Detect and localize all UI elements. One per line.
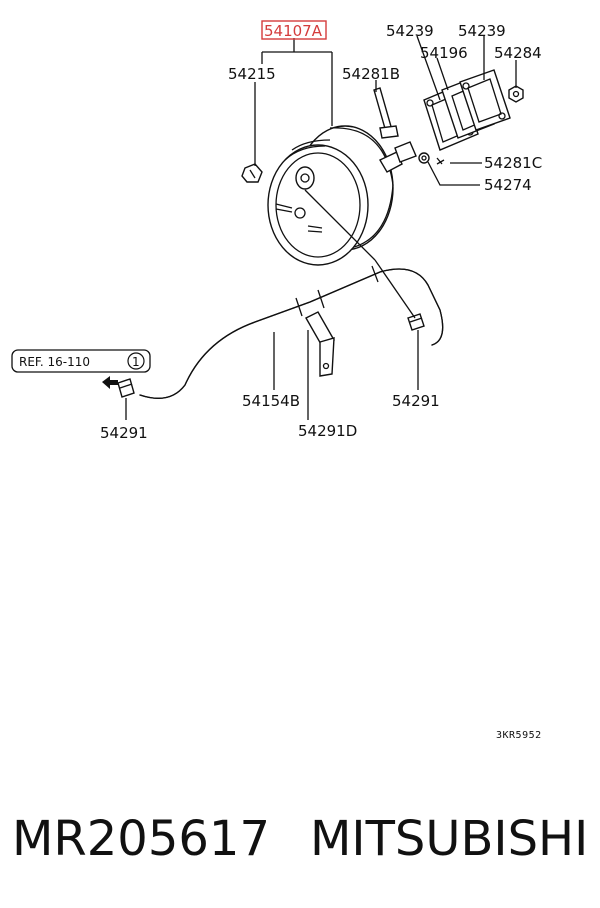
- label-gasket-left: 54239: [386, 22, 434, 40]
- vacuum-hose: [139, 265, 444, 399]
- left-arrow-icon: [102, 376, 118, 389]
- leader-lines: [125, 35, 517, 420]
- label-spacer: 54196: [420, 44, 468, 62]
- reference-text: REF. 16-110: [19, 355, 90, 369]
- label-nut: 54284: [494, 44, 542, 62]
- label-hose-clamp-right: 54291: [392, 392, 440, 410]
- reference-callout: REF. 16-110 1: [11, 349, 151, 389]
- footer-part-number: MR205617: [12, 811, 270, 867]
- highlight-box: [261, 20, 327, 40]
- label-washer: 54274: [484, 176, 532, 194]
- hose-clamp-left-part: [117, 378, 135, 398]
- footer-brand: MITSUBISHI: [310, 811, 588, 867]
- nut-part: [508, 85, 524, 103]
- gasket-right-part: [459, 69, 511, 131]
- label-vacuum-hose: 54154B: [242, 392, 300, 410]
- label-check-valve: 54215: [228, 65, 276, 83]
- check-valve-part: [241, 163, 263, 183]
- label-gasket-right: 54239: [458, 22, 506, 40]
- bracket-part: [305, 311, 335, 377]
- diagram-code: 3KR5952: [496, 730, 542, 741]
- label-bolt: 54281B: [342, 65, 400, 83]
- label-bracket: 54291D: [298, 422, 357, 440]
- label-hose-clamp-left: 54291: [100, 424, 148, 442]
- bolt-part: [373, 87, 399, 139]
- clevis-part: [394, 141, 445, 165]
- hose-clamp-right-part: [407, 313, 425, 331]
- label-booster-assembly: 54107A: [264, 22, 323, 40]
- reference-circle-number: 1: [132, 355, 140, 369]
- brake-booster: [267, 125, 403, 266]
- label-clip-pin: 54281C: [484, 154, 542, 172]
